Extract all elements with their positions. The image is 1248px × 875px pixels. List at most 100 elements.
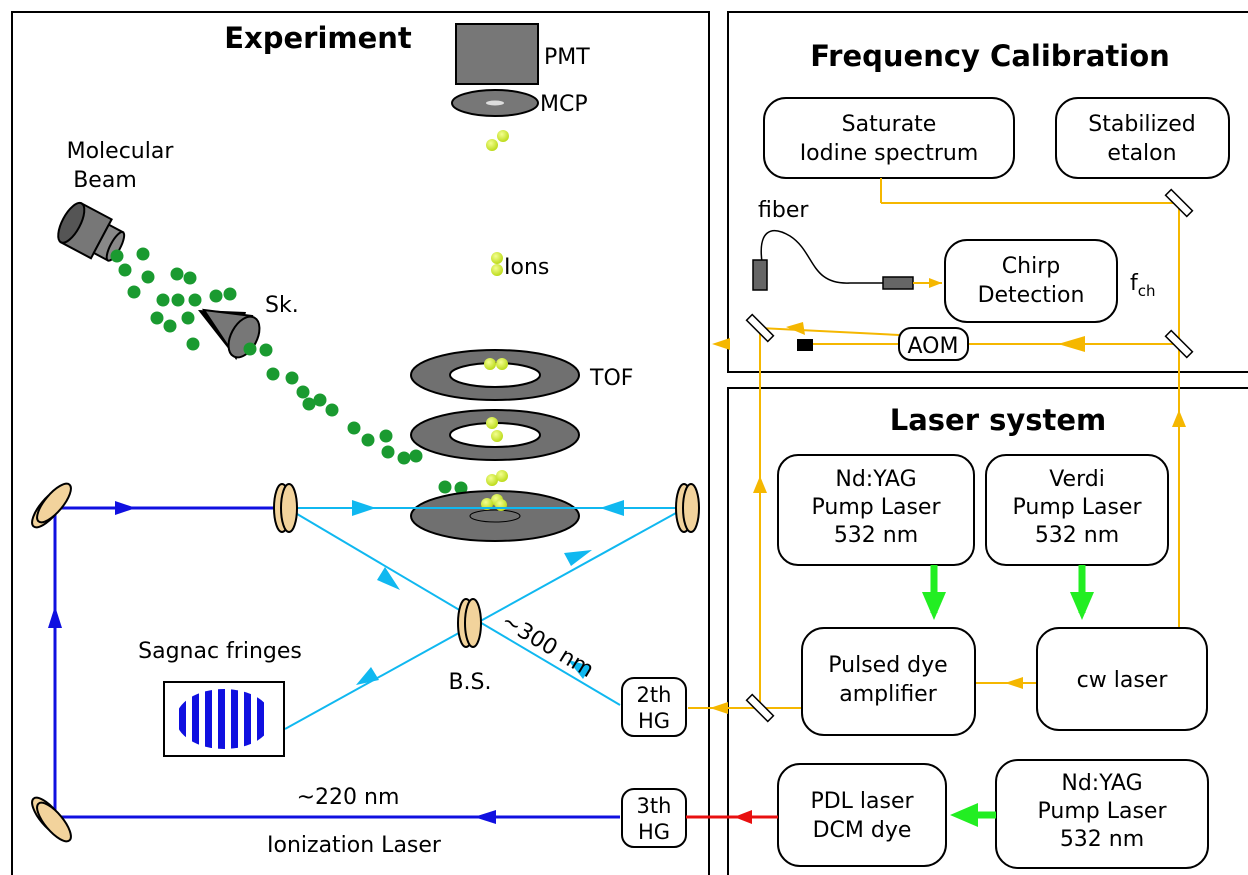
ion-dots (481, 130, 509, 511)
cw-laser-box: cw laser (1036, 627, 1208, 731)
svg-text:Nd:YAG: Nd:YAG (1061, 771, 1142, 796)
fch-label: fch (1130, 271, 1156, 300)
beam-splitter (457, 598, 482, 648)
pulsed-dye-amplifier-box: Pulsed dye amplifier (801, 627, 976, 736)
sagnac-beam-arrows (352, 500, 624, 685)
tof-plate-1 (410, 349, 580, 401)
tof-label: TOF (589, 366, 633, 391)
svg-text:amplifier: amplifier (839, 682, 937, 707)
pmt-detector (455, 23, 539, 85)
pdl-laser-box: PDL laser DCM dye (777, 763, 947, 867)
ion-dot (484, 358, 496, 370)
molecule-dot (171, 293, 185, 307)
molecule-dot (454, 481, 468, 495)
svg-text:Pump Laser: Pump Laser (1013, 495, 1143, 520)
fiber-cable (760, 229, 884, 284)
skimmer-label: Sk. (265, 293, 299, 318)
svg-text:etalon: etalon (1107, 141, 1176, 166)
wavelength-300-label: ~300 nm (497, 609, 598, 683)
molecule-dot (381, 445, 395, 459)
molecule-dot (181, 311, 195, 325)
mirror-right (675, 483, 700, 533)
molecule-dot (163, 319, 177, 333)
fringe-stripe (257, 689, 264, 749)
pmt-label: PMT (544, 45, 590, 70)
svg-text:3th: 3th (637, 794, 672, 818)
verdi-box: Verdi Pump Laser 532 nm (985, 454, 1169, 566)
ions-label: Ions (504, 255, 549, 280)
molecule-dot (186, 337, 200, 351)
molecule-dot (379, 429, 393, 443)
molecule-dot (118, 263, 132, 277)
green-pump-beams (922, 565, 1094, 827)
svg-text:HG: HG (638, 820, 670, 844)
svg-text:532 nm: 532 nm (1035, 523, 1119, 548)
ionization-beam-path (53, 506, 620, 819)
molecule-dot (325, 403, 339, 417)
fringe-stripe (244, 689, 251, 749)
molecule-dot (347, 421, 361, 435)
fringe-stripe (231, 689, 238, 749)
tof-plate-3 (410, 490, 580, 542)
svg-text:Saturate: Saturate (842, 112, 937, 137)
laser-system-panel (727, 387, 1248, 875)
fiber-label: fiber (758, 198, 809, 223)
ion-dot (491, 430, 503, 442)
frequency-calibration-title: Frequency Calibration (810, 39, 1170, 73)
svg-text:2th: 2th (637, 683, 672, 707)
fiber-input-coupler (752, 259, 768, 291)
ionization-beam-arrow-3 (474, 810, 496, 824)
molecule-dot (209, 289, 223, 303)
molecule-dot (243, 342, 257, 356)
svg-text:Verdi: Verdi (1049, 467, 1105, 492)
molecule-dot (141, 270, 155, 284)
svg-text:cw laser: cw laser (1077, 668, 1169, 693)
svg-text:Pump Laser: Pump Laser (812, 495, 942, 520)
svg-text:Chirp: Chirp (1002, 254, 1060, 279)
molecule-dot (285, 371, 299, 385)
aom-box: AOM (898, 327, 969, 361)
ionization-beam-arrow-1 (115, 501, 136, 515)
ion-dot (491, 264, 503, 276)
molecule-dot (110, 249, 124, 263)
svg-text:Pump Laser: Pump Laser (1038, 799, 1168, 824)
fringe-stripe (192, 689, 199, 749)
svg-text:HG: HG (638, 709, 670, 733)
ionization-beam-arrow-2 (48, 606, 62, 628)
experiment-panel (11, 11, 710, 875)
molecule-dot (183, 271, 197, 285)
molecule-dot (438, 480, 452, 494)
fringe-stripe (218, 689, 225, 749)
molecule-dot (170, 267, 184, 281)
mirror-bottom-left (31, 796, 72, 843)
svg-text:Iodine spectrum: Iodine spectrum (800, 141, 979, 166)
molecule-dot (156, 293, 170, 307)
sagnac-fringes-label: Sagnac fringes (138, 639, 302, 664)
svg-text:532 nm: 532 nm (834, 523, 918, 548)
molecule-dot (409, 449, 423, 463)
laser-system-title: Laser system (890, 403, 1107, 437)
fringe-stripe (179, 689, 186, 749)
second-hg-box: 2th HG (621, 677, 687, 737)
beam-dump (797, 339, 813, 351)
stabilized-etalon-box: Stabilized etalon (1055, 97, 1230, 179)
frequency-calibration-panel (727, 11, 1248, 373)
svg-text:532 nm: 532 nm (1060, 827, 1144, 852)
molecule-dots (110, 247, 497, 515)
calibration-beamsplitters (745, 188, 1194, 723)
iodine-spectrum-box: Saturate Iodine spectrum (763, 97, 1015, 179)
ndyag-top-box: Nd:YAG Pump Laser 532 nm (777, 454, 975, 566)
svg-text:Pulsed dye: Pulsed dye (828, 653, 947, 678)
molecule-dot (266, 367, 280, 381)
skimmer (198, 308, 261, 361)
ion-dot (496, 470, 508, 482)
molecular-beam-label-line2: Beam (73, 168, 137, 193)
mcp-label: MCP (540, 92, 588, 117)
ion-dot (495, 499, 507, 511)
svg-text:DCM dye: DCM dye (813, 818, 912, 843)
molecule-dot (150, 311, 164, 325)
svg-text:PDL laser: PDL laser (810, 789, 914, 814)
ionization-laser-label: Ionization Laser (267, 833, 442, 858)
mirror-mid-left (273, 483, 298, 533)
wavelength-220-label: ~220 nm (297, 785, 400, 810)
